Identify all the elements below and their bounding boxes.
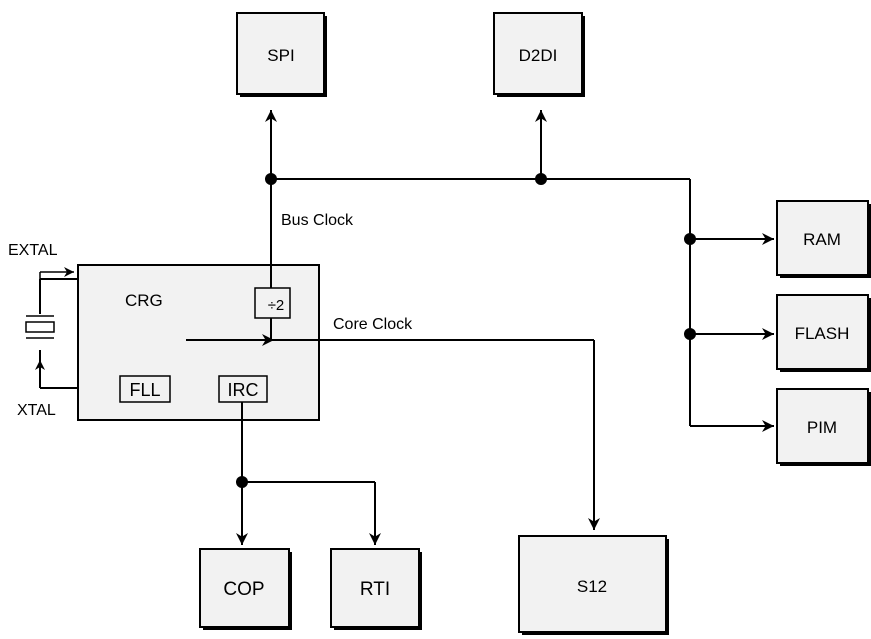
blocks xyxy=(77,12,869,633)
wires xyxy=(39,110,774,545)
irc-box xyxy=(218,375,268,403)
d2di-block xyxy=(493,12,583,95)
d2di-label: D2DI xyxy=(519,46,558,65)
rti-label: RTI xyxy=(360,579,390,600)
pim-label: PIM xyxy=(807,418,837,437)
spi-label: SPI xyxy=(267,46,294,65)
ram-label: RAM xyxy=(803,230,841,249)
s12-label: S12 xyxy=(577,577,607,596)
fll-box xyxy=(119,375,171,403)
fll-label: FLL xyxy=(129,380,160,400)
cop-label: COP xyxy=(223,579,264,600)
spi-block xyxy=(236,12,325,95)
irc-label: IRC xyxy=(228,380,259,400)
xtal-label: XTAL xyxy=(17,402,56,419)
junction-dots xyxy=(236,173,696,488)
bus-clock-label: Bus Clock xyxy=(281,212,354,229)
ram-block xyxy=(776,200,869,276)
divider-box xyxy=(254,287,291,319)
cop-block xyxy=(199,548,290,628)
pim-block xyxy=(776,388,869,464)
core-clock-label: Core Clock xyxy=(333,316,413,333)
s12-block xyxy=(518,535,667,633)
crg-label: CRG xyxy=(125,291,163,310)
flash-label: FLASH xyxy=(795,324,850,343)
flash-block xyxy=(776,294,869,370)
crystal-symbol xyxy=(25,315,55,339)
rti-block xyxy=(330,548,420,628)
divider-label: ÷2 xyxy=(268,297,285,314)
extal-label: EXTAL xyxy=(8,242,58,259)
